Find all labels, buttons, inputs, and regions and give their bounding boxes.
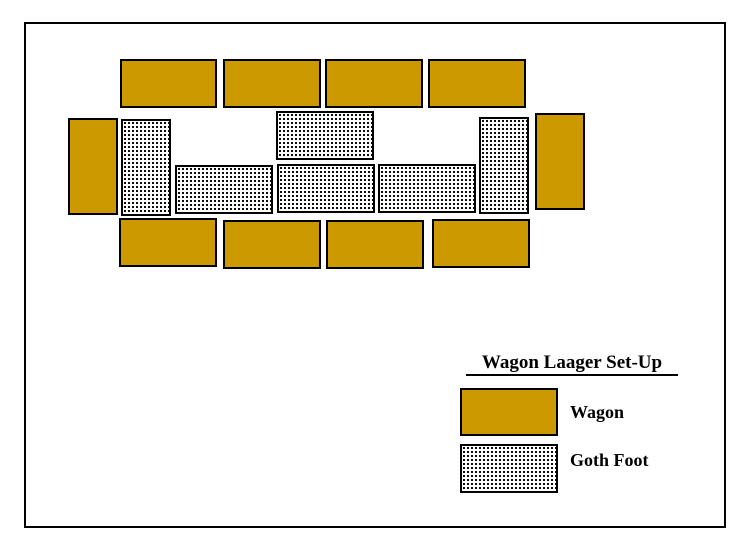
wagon-bottom-1 (119, 218, 217, 267)
legend-goth-foot-swatch (460, 444, 558, 493)
wagon-top-4 (428, 59, 526, 108)
legend-wagon-label: Wagon (570, 402, 625, 422)
wagon-bottom-4 (432, 219, 530, 268)
legend-wagon-swatch (460, 388, 558, 436)
wagon-top-1 (120, 59, 217, 108)
wagon-bottom-2 (223, 220, 321, 269)
legend-goth-foot-label: Goth Foot (570, 450, 649, 470)
goth-foot-top-center (276, 111, 374, 160)
goth-foot-middle-1 (175, 165, 273, 214)
goth-foot-left-vertical (121, 119, 171, 216)
wagon-top-3 (325, 59, 423, 108)
wagon-left (68, 118, 118, 215)
legend-title: Wagon Laager Set-Up (466, 352, 678, 376)
wagon-bottom-3 (326, 220, 424, 269)
wagon-right (535, 113, 585, 210)
goth-foot-right-vertical (479, 117, 529, 214)
goth-foot-middle-3 (378, 164, 476, 213)
wagon-top-2 (223, 59, 321, 108)
goth-foot-middle-2 (277, 164, 375, 213)
